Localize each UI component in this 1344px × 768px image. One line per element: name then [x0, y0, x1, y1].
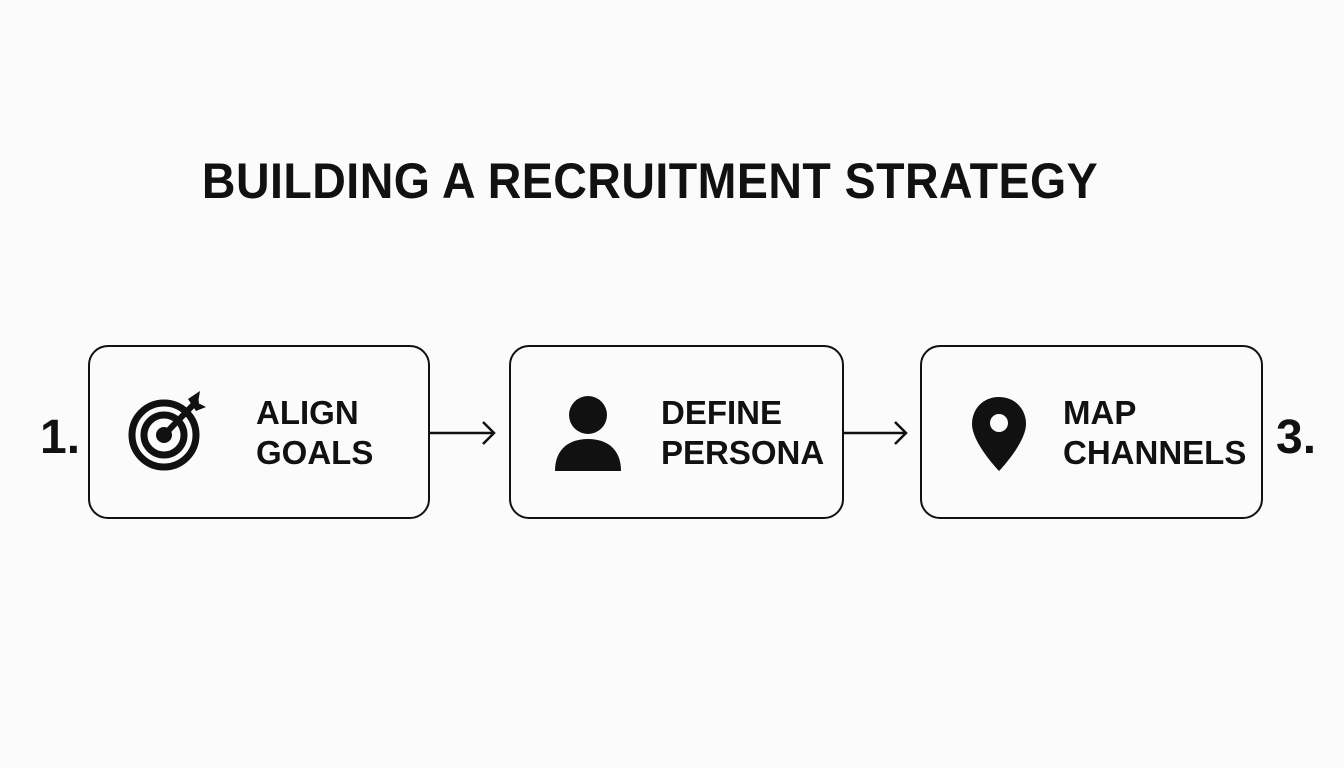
location-pin-icon: [969, 395, 1029, 480]
step-box-align-goals: ALIGN GOALS: [88, 345, 430, 519]
step-label-line1: DEFINE: [661, 394, 783, 431]
arrow-icon: [430, 421, 496, 445]
step-label-line1: ALIGN: [256, 394, 359, 431]
step-label: MAP CHANNELS: [1063, 393, 1246, 473]
step-label-line2: PERSONA: [661, 434, 825, 471]
step-label-line1: MAP: [1063, 394, 1137, 431]
person-icon: [553, 395, 623, 478]
step-label-line2: GOALS: [256, 434, 374, 471]
step-number-first: 1.: [40, 411, 81, 464]
step-label: DEFINE PERSONA: [661, 393, 824, 473]
arrow-icon: [844, 421, 908, 445]
step-number-last: 3.: [1276, 411, 1317, 464]
step-label: ALIGN GOALS: [256, 393, 373, 473]
step-box-define-persona: DEFINE PERSONA: [509, 345, 844, 519]
target-icon: [126, 389, 210, 478]
step-label-line2: CHANNELS: [1063, 434, 1247, 471]
diagram-title: BUILDING A RECRUITMENT STRATEGY: [201, 153, 1099, 209]
step-box-map-channels: MAP CHANNELS: [920, 345, 1263, 519]
